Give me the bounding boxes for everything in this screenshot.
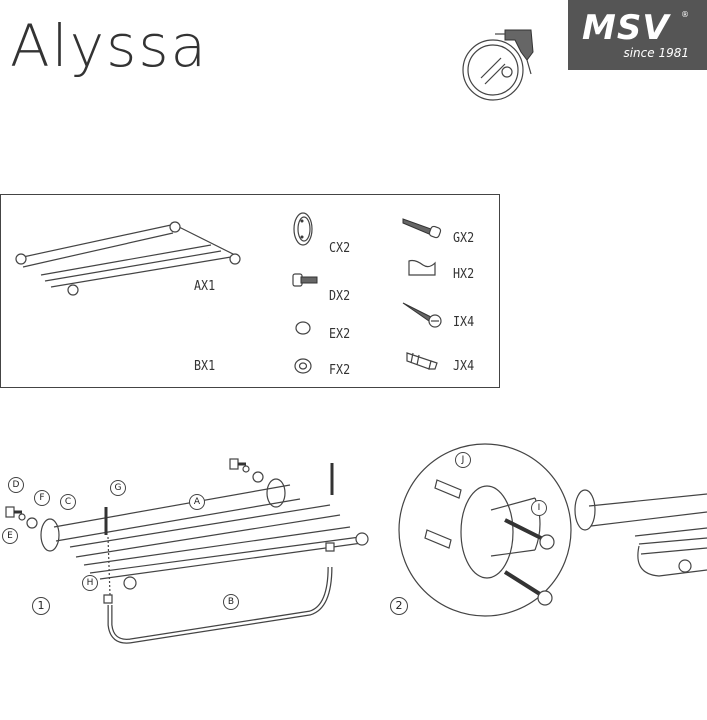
part-f-label: FX2: [329, 363, 351, 378]
step1-label-a: A: [189, 494, 205, 510]
part-d-label: DX2: [329, 289, 351, 304]
part-a-shelf-icon: [15, 221, 241, 296]
step1-label-b: B: [223, 594, 239, 610]
step1-label-h: H: [82, 575, 98, 591]
part-i-wood-screw-icon: [402, 302, 442, 328]
part-j-label: JX4: [453, 359, 475, 374]
part-e-spring-washer-icon: [295, 321, 311, 335]
step1-number: 1: [32, 597, 50, 615]
part-g-label: GX2: [453, 231, 475, 246]
part-j-wall-plug-icon: [406, 352, 438, 370]
part-b-label: BX1: [194, 359, 216, 374]
step1-label-g: G: [110, 480, 126, 496]
step1-label-e: E: [2, 528, 18, 544]
drill-icon: [462, 29, 534, 101]
part-d-bolt-icon: [292, 273, 318, 287]
part-h-clip-icon: [408, 259, 436, 276]
step1-label-c: C: [60, 494, 76, 510]
part-f-washer-icon: [294, 358, 312, 374]
step2-label-j: J: [455, 452, 471, 468]
part-g-screw-icon: [402, 218, 442, 239]
step1-assembly-diagram: [5, 458, 369, 644]
step2-label-i: I: [531, 500, 547, 516]
step1-label-f: F: [34, 490, 50, 506]
logo-brand: MSV: [582, 8, 670, 48]
part-c-label: CX2: [329, 241, 351, 256]
step1-label-d: D: [8, 477, 24, 493]
product-title: Alyssa: [10, 12, 209, 80]
part-a-label: AX1: [194, 279, 216, 294]
logo-registered: ®: [681, 10, 689, 19]
part-h-label: HX2: [453, 267, 475, 282]
part-c-wall-plate-icon: [293, 212, 313, 246]
logo-since: since 1981: [623, 46, 689, 60]
step2-number: 2: [390, 597, 408, 615]
part-b-towel-bar-icon: [41, 316, 211, 361]
part-i-label: IX4: [453, 315, 475, 330]
parts-list-box: AX1 BX1 CX2 DX2 EX2 FX2 GX2 HX2: [0, 194, 500, 388]
step2-mounting-diagram: [398, 443, 707, 617]
brand-logo: MSV ® since 1981: [568, 0, 707, 70]
part-e-label: EX2: [329, 327, 351, 342]
